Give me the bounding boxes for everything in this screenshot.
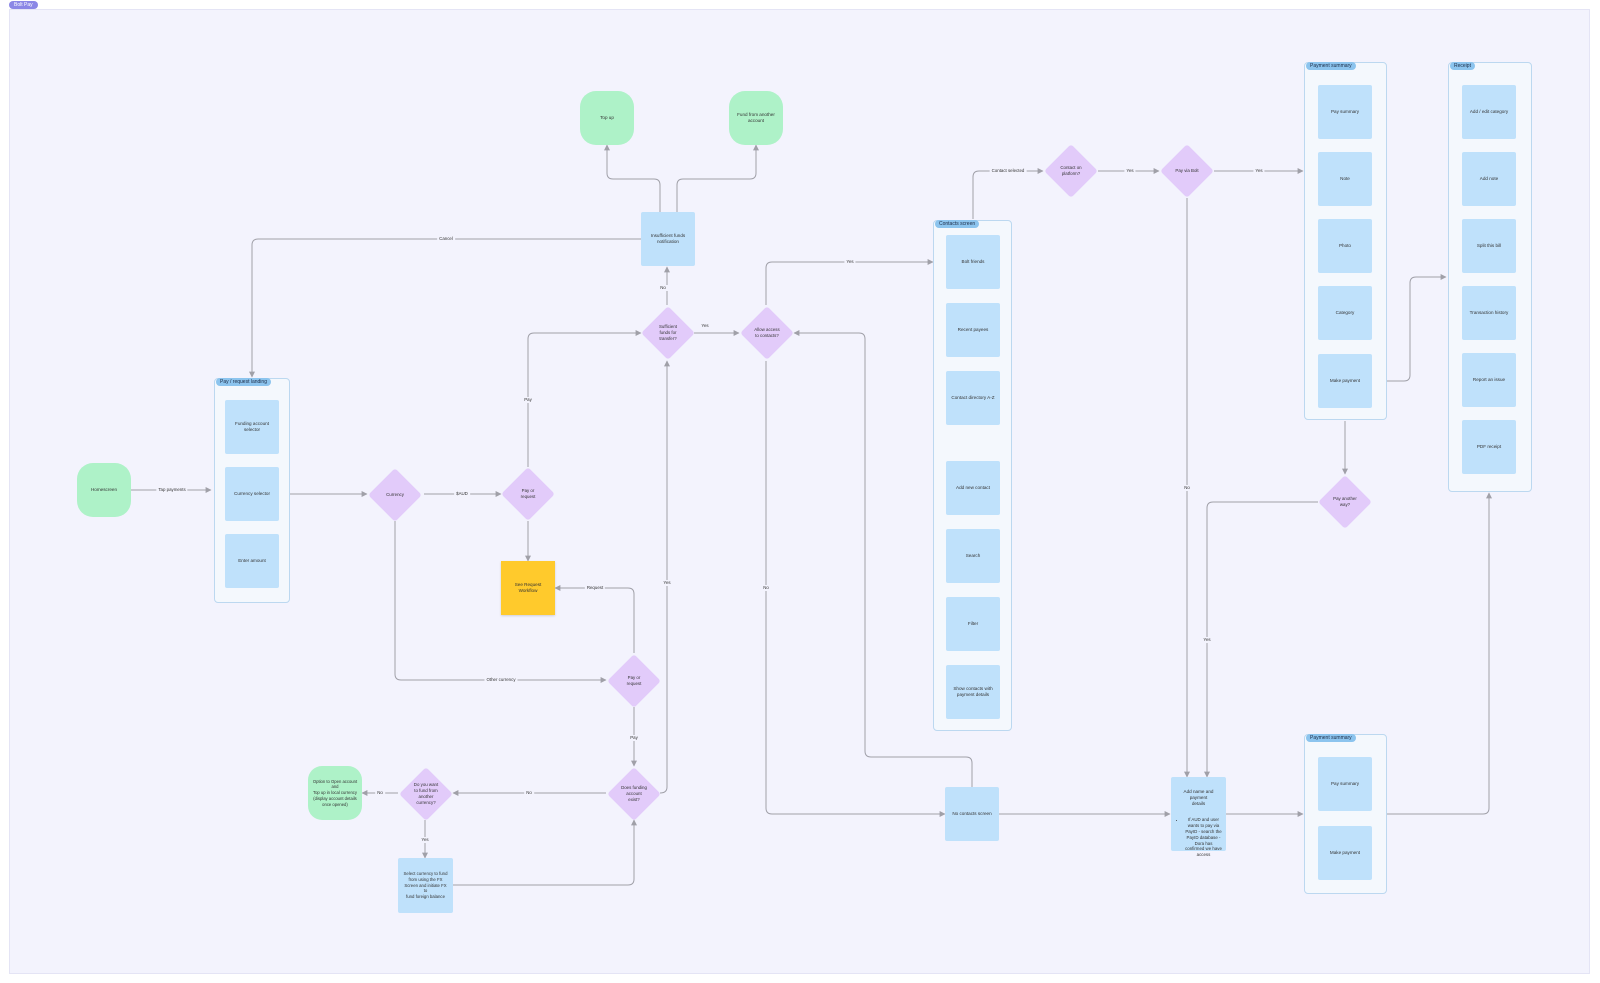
insufficient-funds-notification: Insufficient funds notification [641,212,695,266]
decision-pay-another-way: Pay another way? [1317,474,1373,530]
pay-summary-bottom: Pay summary [1318,757,1372,811]
edge-nocontacts-to-allow [793,330,973,787]
select-currency-fx-box: Select currency to fund from using the F… [398,858,453,913]
funding-account-selector: Funding account selector [225,400,279,454]
edge-payreq1-pay [527,330,642,467]
top-up-terminal: Top up [580,91,634,145]
edge-label-no: No [1182,485,1192,491]
category: Category [1318,286,1372,340]
decision-label: Pay via Bolt [1175,168,1199,174]
decision-pay-or-request-2: Pay or request [606,653,662,709]
edge-label-yes: Yes [1253,168,1265,174]
show-contacts-with-payment-details: Show contacts with payment details [946,665,1000,719]
search: Search [946,529,1000,583]
add-name-payment-details-box: Add name and payment details If AUD and … [1171,777,1226,857]
decision-sufficient-funds: Sufficient funds for transfer? [640,305,696,361]
edge-summary2-to-receipt [1387,492,1492,815]
edge-insufficient-cancel [249,238,641,378]
decision-fund-from-another-currency: Do you want to fund from another currenc… [398,766,454,822]
edge-insufficient-fund [676,144,759,212]
decision-label: Currency [386,492,404,498]
transaction-history: Transaction history [1462,286,1516,340]
edge-label-other-currency: Other currency [484,677,518,683]
edge-label-aud: $AUD [454,491,470,497]
edge-label-no: No [658,285,668,291]
edge-funding-yes [659,360,670,794]
photo: Photo [1318,219,1372,273]
edge-label-tap-payments: Tap payments [156,487,188,493]
pdf-receipt: PDF receipt [1462,420,1516,474]
edge-currency-other [394,521,607,683]
section-title: Contacts screen [935,220,980,228]
decision-label: Pay or request [626,675,642,686]
add-note: Add note [1462,152,1516,206]
report-an-issue: Report an issue [1462,353,1516,407]
filter: Filter [946,597,1000,651]
decision-label: Do you want to fund from another currenc… [413,782,439,805]
bolt-friends: Bolt friends [946,235,1000,289]
edge-label-request: Request [584,585,606,591]
edge-label-pay: Pay [628,735,640,741]
edge-label-no: No [375,790,385,796]
make-payment: Make payment [1318,354,1372,408]
add-edit-category: Add / edit category [1462,85,1516,139]
section-title: Payment summary [1306,734,1356,742]
frame-title: Bolt Pay [9,1,38,9]
section-title: Pay / request landing [216,378,271,386]
note: Note [1318,152,1372,206]
decision-label: Contact on platform? [1060,165,1082,176]
edge-allow-no [765,361,946,817]
add-name-bullet: If AUD and user wants to pay via PayID -… [1185,817,1222,859]
decision-pay-or-request-1: Pay or request [500,466,556,522]
make-payment-bottom: Make payment [1318,826,1372,880]
edge-insufficient-topup [604,144,661,212]
decision-label: Does funding account exist? [621,785,647,802]
see-request-workflow-sticky: See Request Workflow [501,561,555,615]
add-name-bullets: If AUD and user wants to pay via PayID -… [1175,811,1222,865]
edge-contacts-selected [972,168,1044,219]
section-title: Receipt [1450,62,1475,70]
split-this-bill: Split this bill [1462,219,1516,273]
edge-label-cancel: Cancel [437,236,455,242]
edge-selectfx-to-funding [453,819,637,886]
recent-payees: Recent payees [946,303,1000,357]
pay-summary: Pay summary [1318,85,1372,139]
decision-currency: Currency [367,467,423,523]
decision-contact-on-platform: Contact on platform? [1043,143,1099,199]
decision-label: Pay another way? [1333,496,1357,507]
homescreen-terminal: Homescreen [77,463,131,517]
decision-does-funding-account-exist: Does funding account exist? [606,766,662,822]
add-name-title: Add name and payment details [1183,789,1214,807]
edge-payreq2-request [554,585,635,653]
edge-allow-yes [765,259,934,305]
edge-makepay-to-receipt [1372,274,1447,382]
edge-label-yes: Yes [699,323,711,329]
edge-label-no: No [761,585,771,591]
decision-pay-via-bolt: Pay via Bolt [1159,143,1215,199]
option-open-account-terminal: Option to Open account and Top up in loc… [308,766,362,820]
section-title: Payment summary [1306,62,1356,70]
no-contacts-screen: No contacts screen [945,787,999,841]
decision-allow-access-contacts: Allow access to contacts? [739,305,795,361]
contact-directory: Contact directory A-Z [946,371,1000,425]
edge-another-yes [1204,501,1318,778]
decision-label: Pay or request [520,488,536,499]
decision-label: Allow access to contacts? [754,327,780,338]
fund-from-another-account-terminal: Fund from another account [729,91,783,145]
edge-label-yes: Yes [661,580,673,586]
edge-label-yes: Yes [1201,637,1213,643]
currency-selector: Currency selector [225,467,279,521]
enter-amount: Enter amount [225,534,279,588]
decision-label: Sufficient funds for transfer? [659,324,677,341]
edge-label-yes: Yes [1124,168,1136,174]
edge-label-pay: Pay [522,397,534,403]
edge-label-yes: Yes [844,259,856,265]
edge-label-no: No [524,790,534,796]
edge-label-contact-selected: Contact selected [989,168,1027,174]
add-new-contact: Add new contact [946,461,1000,515]
edge-label-yes: Yes [419,837,431,843]
